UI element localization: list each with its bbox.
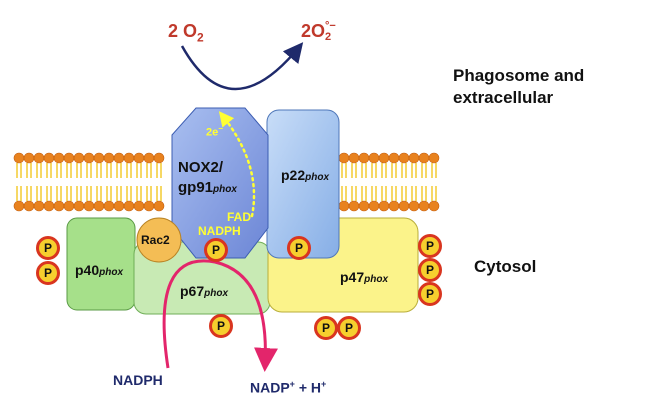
- nadph-label: NADPH: [113, 372, 163, 388]
- lipid-head: [23, 200, 35, 212]
- lipid-head: [93, 200, 105, 212]
- p22-label: p22phox: [281, 167, 330, 183]
- lipid-head: [133, 200, 145, 212]
- lipid-head: [143, 152, 155, 164]
- phosphate-badge: P: [209, 314, 233, 338]
- lipid-head: [113, 152, 125, 164]
- lipid-head: [428, 152, 440, 164]
- lipid-head: [418, 152, 430, 164]
- lipid-head: [153, 152, 165, 164]
- cytosol-label: Cytosol: [474, 257, 537, 276]
- lipid-head: [113, 200, 125, 212]
- phosphate-badge: P: [314, 316, 338, 340]
- p40-label: p40phox: [75, 262, 124, 278]
- lipid-head: [23, 152, 35, 164]
- nadp-label: NADP+ + H+: [250, 379, 327, 396]
- lipid-head: [368, 200, 380, 212]
- fad-label: FAD: [227, 210, 251, 224]
- phosphate-badge: P: [204, 238, 228, 262]
- rac2-label: Rac2: [141, 233, 170, 247]
- lipid-head: [73, 200, 85, 212]
- superoxide-label: 2O°−2: [301, 20, 336, 44]
- lipid-head: [123, 152, 135, 164]
- lipid-head: [53, 152, 65, 164]
- lipid-head: [133, 152, 145, 164]
- oxygen-label: 2 O2: [168, 21, 204, 45]
- lipid-head: [43, 152, 55, 164]
- lipid-bilayer: [13, 152, 440, 212]
- lipid-head: [348, 152, 360, 164]
- nox2-label: NOX2/ gp91phox: [178, 159, 237, 196]
- lipid-head: [63, 152, 75, 164]
- lipid-head: [103, 152, 115, 164]
- lipid-head: [378, 152, 390, 164]
- lipid-head: [408, 152, 420, 164]
- lipid-head: [143, 200, 155, 212]
- lipid-head: [93, 152, 105, 164]
- lipid-head: [73, 152, 85, 164]
- phosphate-badge: P: [418, 282, 442, 306]
- lipid-head: [33, 152, 45, 164]
- lipid-head: [428, 200, 440, 212]
- lipid-head: [63, 200, 75, 212]
- lipid-head: [33, 200, 45, 212]
- lipid-head: [418, 200, 430, 212]
- electron-flow-arrow: [218, 111, 256, 218]
- electron-label: 2e−: [206, 124, 223, 139]
- phosphate-badge: P: [337, 316, 361, 340]
- lipid-head: [368, 152, 380, 164]
- lipid-head: [103, 200, 115, 212]
- lipid-head: [13, 152, 25, 164]
- lipid-head: [13, 200, 25, 212]
- lipid-head: [408, 200, 420, 212]
- lipid-head: [388, 152, 400, 164]
- nox2-gp91phox-subunit: [171, 107, 269, 259]
- p47-label: p47phox: [340, 269, 389, 285]
- lipid-head: [123, 200, 135, 212]
- lipid-head: [53, 200, 65, 212]
- lipid-head: [378, 200, 390, 212]
- lipid-head: [153, 200, 165, 212]
- lipid-head: [338, 152, 350, 164]
- rac2-subunit: [136, 217, 182, 263]
- oxygen-reduction-arrow: [180, 42, 304, 91]
- lipid-head: [83, 152, 95, 164]
- lipid-head: [358, 152, 370, 164]
- phosphate-badge: P: [418, 234, 442, 258]
- phosphate-badge: P: [418, 258, 442, 282]
- nadph-site-label: NADPH: [198, 224, 241, 238]
- phosphate-badge: P: [287, 236, 311, 260]
- lipid-head: [398, 200, 410, 212]
- phosphate-badge: P: [36, 261, 60, 285]
- lipid-head: [358, 200, 370, 212]
- lipid-head: [43, 200, 55, 212]
- phagosome-label: Phagosome and extracellular: [453, 66, 585, 107]
- lipid-head: [348, 200, 360, 212]
- p67-label: p67phox: [180, 283, 229, 299]
- phosphate-badge: P: [36, 236, 60, 260]
- lipid-head: [83, 200, 95, 212]
- lipid-head: [338, 200, 350, 212]
- lipid-head: [388, 200, 400, 212]
- lipid-head: [398, 152, 410, 164]
